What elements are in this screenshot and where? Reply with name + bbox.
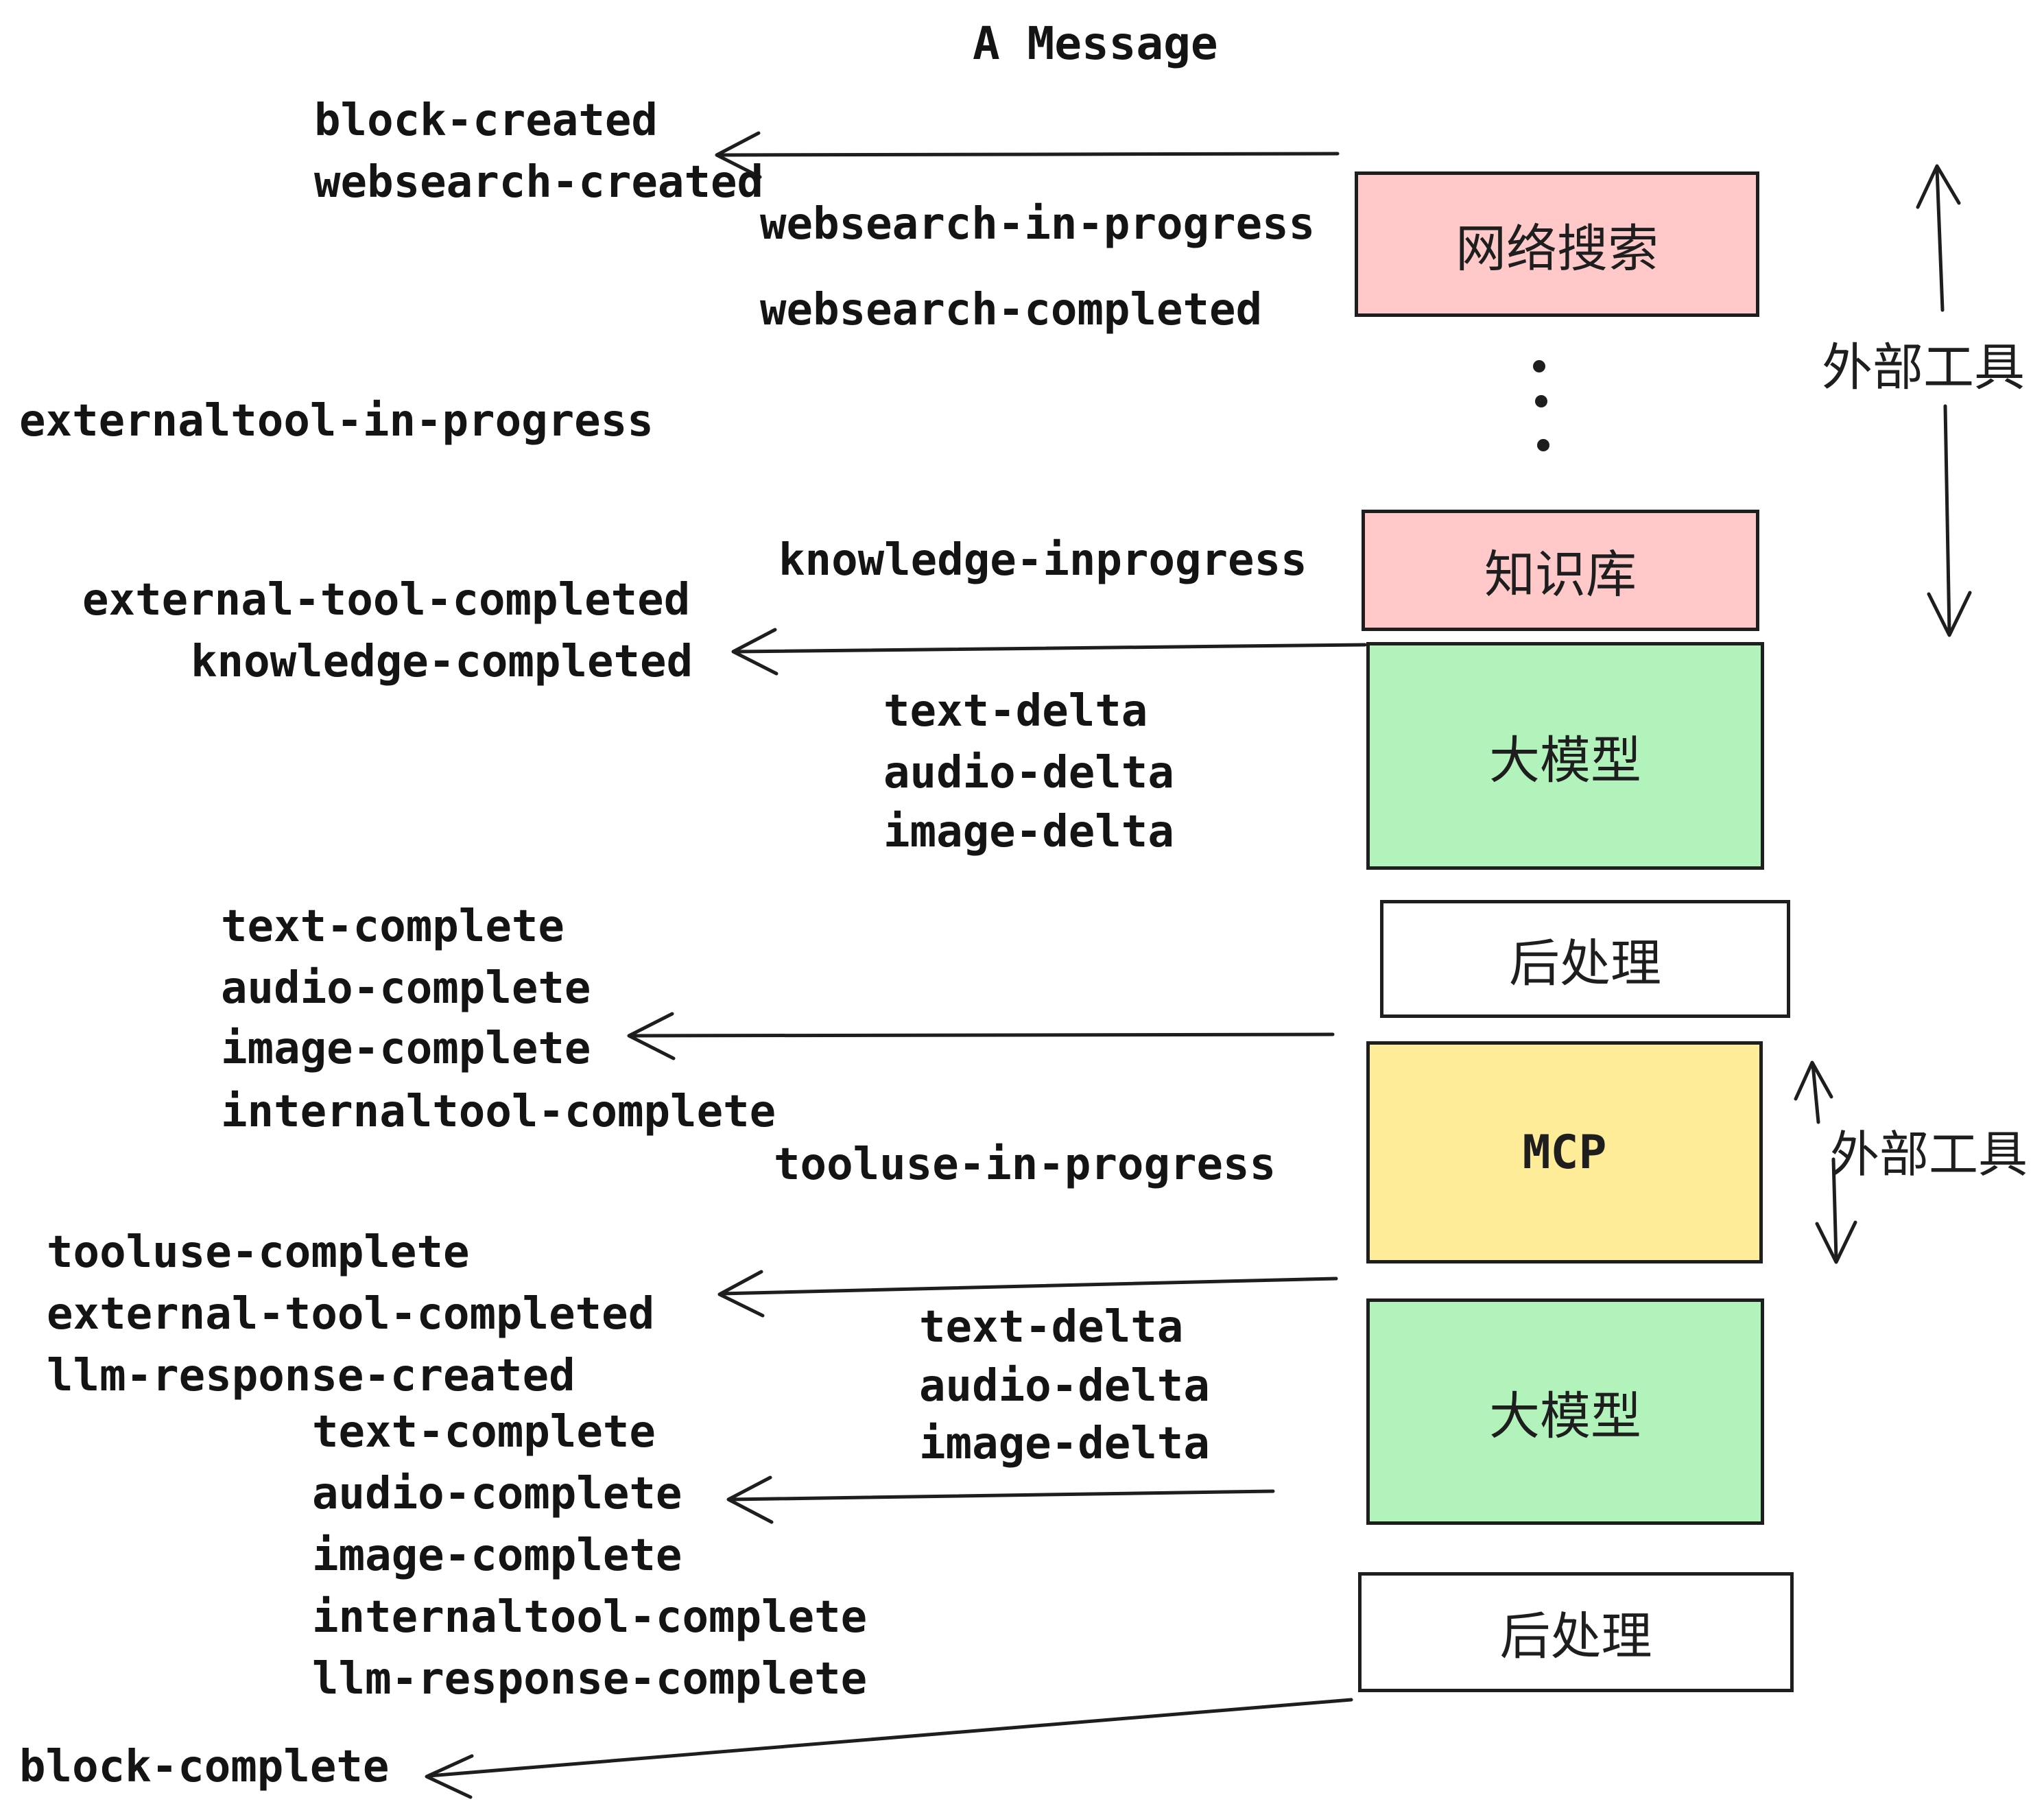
event-text-delta-2: text-delta	[919, 1302, 1184, 1353]
event-block-complete: block-complete	[19, 1742, 390, 1792]
external-tools-mid-up-arrow	[1811, 1063, 1820, 1124]
external-tools-top-down-arrow	[1943, 404, 1951, 634]
box-mcp: MCP	[1366, 1041, 1763, 1263]
box-llm-2: 大模型	[1366, 1298, 1764, 1525]
external-tools-label-mid: 外部工具	[1830, 1126, 2028, 1183]
external-tools-top-down-arrow-head	[1927, 591, 1972, 637]
event-externaltool-in-progress: externaltool-in-progress	[19, 396, 654, 447]
event-image-delta-1: image-delta	[883, 807, 1174, 857]
event-text-complete-2: text-complete	[312, 1407, 656, 1458]
event-image-complete-1: image-complete	[221, 1023, 591, 1074]
arrow-to-websearch-created	[717, 152, 1340, 157]
box-postprocess-1: 后处理	[1380, 900, 1790, 1018]
event-audio-delta-1: audio-delta	[883, 748, 1174, 798]
event-block-created: block-created	[314, 95, 658, 146]
external-tools-top-up-arrow-head	[1916, 164, 1961, 209]
ellipsis-dot	[1535, 395, 1547, 407]
external-tools-mid-up-arrow-head	[1794, 1060, 1833, 1101]
event-image-complete-2: image-complete	[312, 1530, 682, 1581]
arrow-to-knowledge-completed	[733, 643, 1367, 654]
box-websearch: 网络搜索	[1355, 171, 1759, 317]
arrow-to-image-complete	[629, 1032, 1335, 1038]
event-websearch-in-progress: websearch-in-progress	[760, 199, 1316, 250]
arrow-to-block-complete	[427, 1698, 1353, 1778]
arrow-head-knowledge-completed	[731, 628, 779, 676]
event-llm-response-complete: llm-response-complete	[312, 1654, 868, 1705]
external-tools-label-top: 外部工具	[1822, 338, 2025, 397]
event-image-delta-2: image-delta	[919, 1419, 1210, 1469]
diagram-title: A Message	[973, 17, 1218, 70]
event-knowledge-inprogress: knowledge-inprogress	[779, 535, 1307, 586]
event-internaltool-complete-2: internaltool-complete	[312, 1592, 868, 1643]
event-external-tool-completed-1: external-tool-completed	[82, 575, 691, 626]
box-llm-1: 大模型	[1366, 642, 1764, 870]
box-knowledge-base: 知识库	[1362, 510, 1759, 631]
event-llm-response-created: llm-response-created	[47, 1351, 575, 1401]
event-text-delta-1: text-delta	[883, 686, 1148, 737]
external-tools-top-up-arrow	[1935, 167, 1945, 312]
event-audio-delta-2: audio-delta	[919, 1361, 1210, 1412]
box-postprocess-2: 后处理	[1358, 1572, 1794, 1692]
ellipsis-dot	[1537, 439, 1549, 451]
ellipsis-dot	[1533, 360, 1545, 372]
event-audio-complete-2: audio-complete	[312, 1469, 682, 1519]
event-websearch-created: websearch-created	[314, 157, 764, 208]
arrow-head-block-complete	[425, 1754, 474, 1799]
external-tools-mid-down-arrow-head	[1815, 1220, 1857, 1264]
arrow-head-tooluse-complete	[717, 1270, 765, 1318]
event-websearch-completed: websearch-completed	[760, 285, 1263, 335]
event-knowledge-completed: knowledge-completed	[191, 637, 693, 687]
arrow-head-audio-complete	[726, 1475, 774, 1524]
event-tooluse-in-progress: tooluse-in-progress	[774, 1139, 1276, 1190]
arrow-to-tooluse-complete	[720, 1277, 1338, 1296]
event-tooluse-complete: tooluse-complete	[47, 1227, 470, 1278]
event-external-tool-completed-2: external-tool-completed	[47, 1289, 655, 1340]
event-internaltool-complete-1: internaltool-complete	[221, 1087, 776, 1137]
arrow-head-image-complete	[627, 1012, 676, 1060]
event-text-complete-1: text-complete	[221, 901, 565, 952]
event-audio-complete-1: audio-complete	[221, 963, 591, 1014]
arrow-to-audio-complete	[728, 1489, 1275, 1502]
